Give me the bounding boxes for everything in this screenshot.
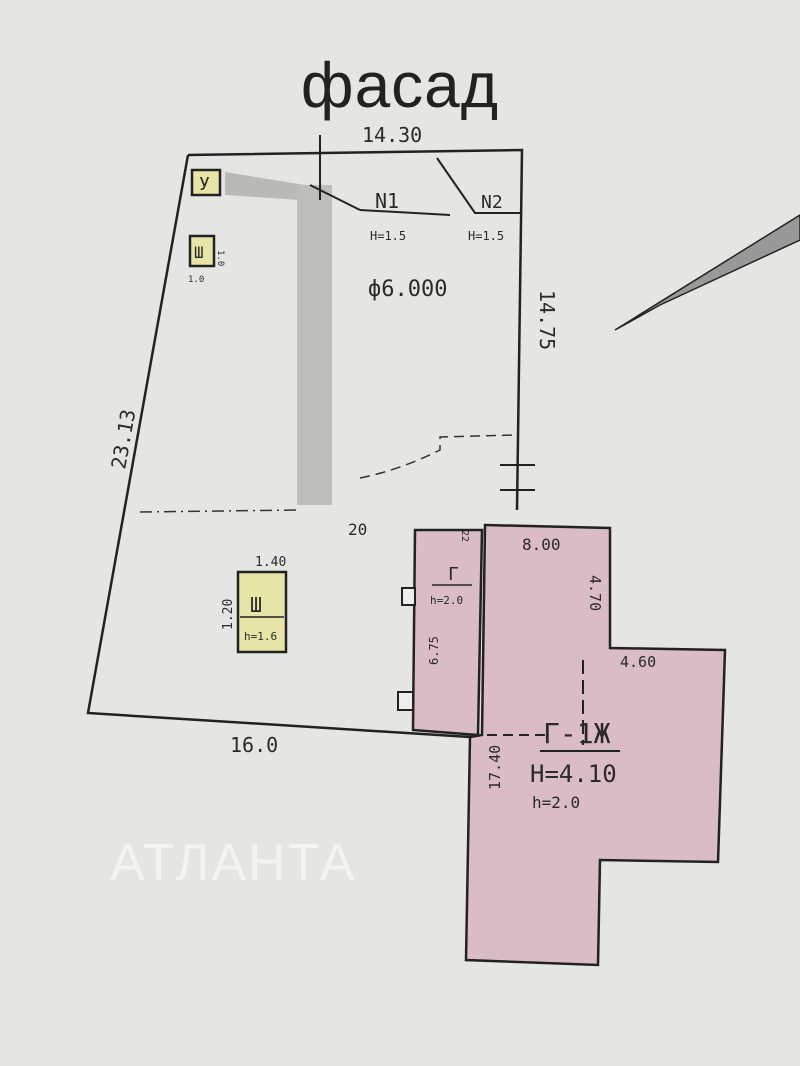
dim-main-ext: 4.60	[620, 653, 656, 671]
n1-line	[309, 184, 361, 211]
dim-gate: 20	[348, 520, 367, 539]
building-main	[464, 523, 727, 967]
n1-label: N1	[375, 189, 399, 213]
dim-right: 14.75	[535, 290, 559, 350]
driveway-shading	[297, 185, 332, 505]
dim-shed-width: 1.40	[255, 555, 286, 570]
g-building-label: Г	[448, 564, 459, 585]
path-shading	[225, 172, 305, 200]
sh-marker-top	[188, 234, 216, 268]
n2-label: N2	[481, 192, 503, 213]
dim-main-top: 8.00	[522, 535, 561, 554]
dim-g-width: 22	[459, 530, 470, 542]
u-marker-label: У	[199, 174, 210, 195]
dim-main-side: 4.70	[586, 575, 604, 611]
sh-marker-bottom-label: Ш	[250, 593, 262, 617]
main-building-label: Г-1Ж	[543, 717, 611, 750]
gate-line	[359, 434, 516, 479]
n2-height: H=1.5	[468, 229, 504, 243]
watermark: АТЛАНТА	[110, 834, 356, 892]
sh-marker-top-label: Ш	[194, 243, 204, 262]
pencil-mark	[614, 214, 800, 331]
n1-height: H=1.5	[370, 229, 406, 243]
dim-top: 14.30	[362, 123, 422, 147]
door-box	[401, 587, 416, 606]
lot-boundary-top-right	[187, 148, 524, 511]
g-height: h=2.0	[430, 594, 463, 607]
dim-left: 23.13	[106, 407, 140, 470]
main-height: H=4.10	[530, 760, 617, 788]
n2-line	[436, 157, 520, 214]
u-marker	[190, 168, 222, 197]
n1-line-2	[359, 209, 451, 216]
dim-small-w: 1.0	[188, 275, 204, 285]
dim-small-h: 1.0	[215, 250, 225, 266]
door-box	[397, 691, 414, 711]
plan-title: фасад	[300, 49, 500, 121]
sh-marker-bottom	[236, 570, 288, 654]
sh-bottom-height: h=1.6	[244, 630, 277, 643]
dim-shed-depth: 1.20	[221, 599, 236, 630]
foundation-label: ф6.000	[368, 277, 447, 302]
main-h: h=2.0	[532, 793, 580, 812]
dash-line	[139, 509, 301, 513]
dim-main-length: 17.40	[486, 745, 504, 790]
building-g	[411, 528, 484, 737]
dim-g-length: 6.75	[427, 636, 441, 665]
lot-boundary-left-bottom	[86, 154, 471, 739]
dim-bottom: 16.0	[230, 733, 278, 757]
